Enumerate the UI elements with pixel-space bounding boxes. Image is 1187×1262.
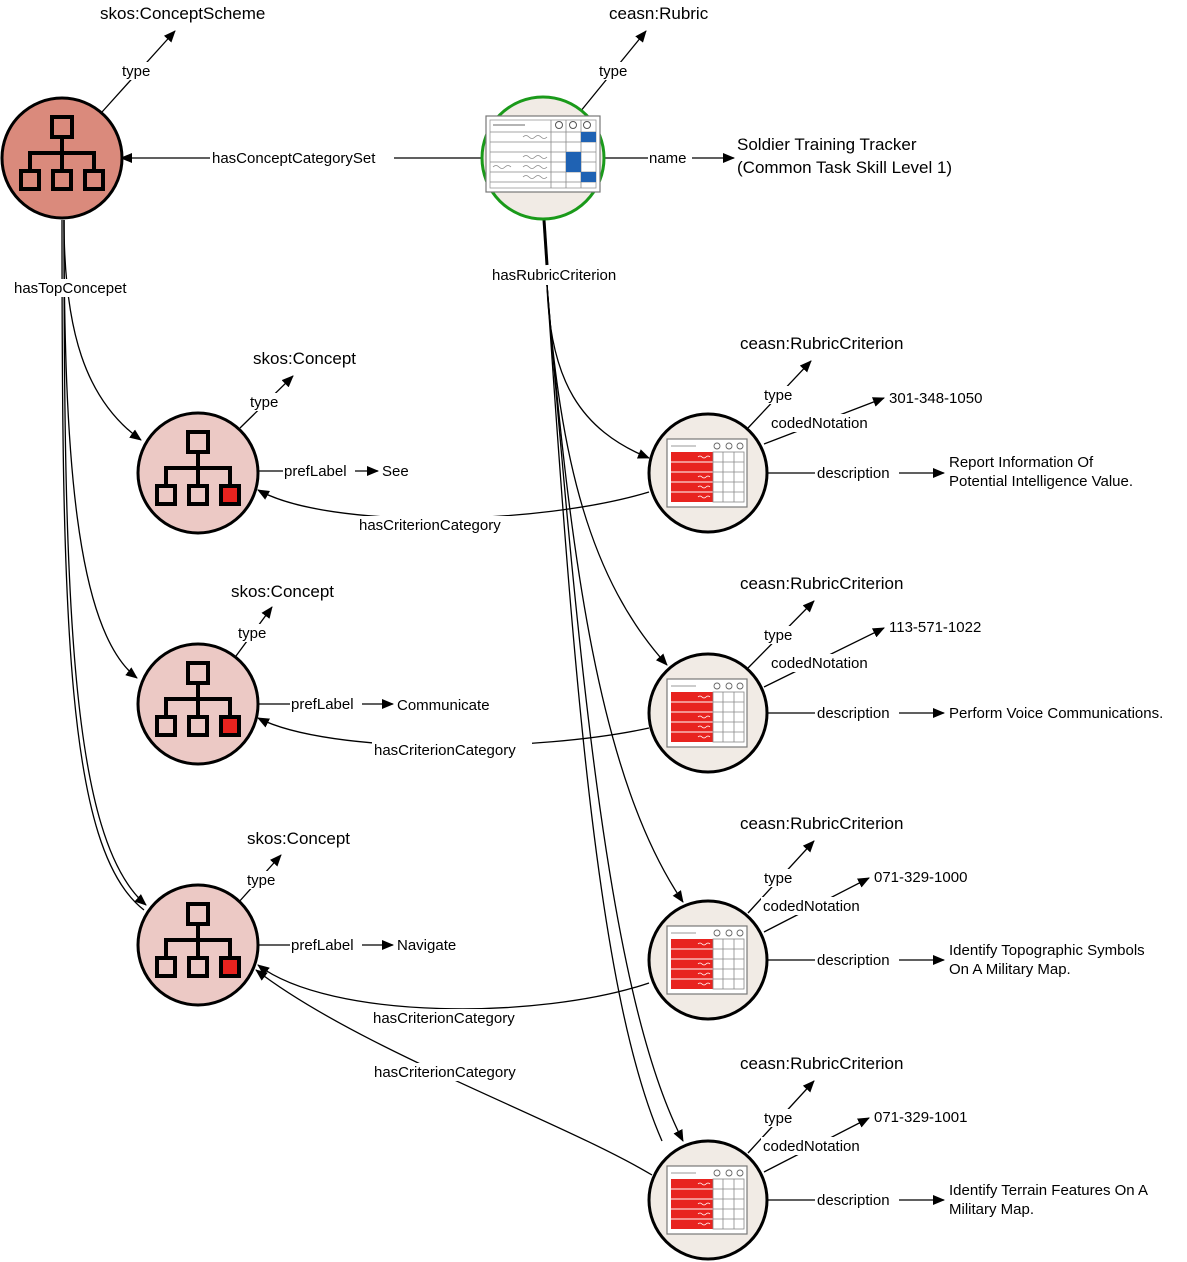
criterion-2-desc-line1: Perform Voice Communications. [949, 705, 1163, 722]
criterion-1-category-edge [257, 489, 650, 520]
rubric-criterion-icon [666, 925, 748, 995]
has-rubric-criterion-edge-1 [546, 284, 650, 459]
criterion-4-category-label: hasCriterionCategory [374, 1064, 516, 1081]
criterion-4-category-edge [255, 969, 653, 1176]
criterion-1-desc-label: description [817, 465, 890, 482]
criterion-node-4[interactable] [647, 1139, 769, 1261]
concept-1-preflabel-label: prefLabel [284, 463, 347, 480]
has-rubric-criterion-edge-5 [546, 284, 663, 1142]
rubric-criterion-icon [666, 1165, 748, 1235]
criterion-1-coded-value: 301-348-1050 [889, 390, 982, 407]
criterion-4-coded-value: 071-329-1001 [874, 1109, 967, 1126]
rubric-criterion-icon [666, 438, 748, 508]
criterion-2-category-label: hasCriterionCategory [374, 742, 516, 759]
scheme-type-target: skos:ConceptScheme [100, 4, 265, 23]
criterion-2-coded-value: 113-571-1022 [889, 619, 981, 636]
criterion-node-1[interactable] [647, 412, 769, 534]
concept-3-value: Navigate [397, 937, 456, 954]
criterion-1-desc-line1: Report Information Of [949, 454, 1094, 471]
concept-3-type-target: skos:Concept [247, 829, 350, 848]
has-top-concept-edge-4 [61, 219, 145, 911]
criterion-3-category-label: hasCriterionCategory [373, 1010, 515, 1027]
concept-1-value: See [382, 463, 409, 480]
criterion-3-type-label: type [764, 870, 792, 887]
concept-2-type-target: skos:Concept [231, 582, 334, 601]
scheme-type-label: type [122, 63, 150, 80]
criterion-1-type-target: ceasn:RubricCriterion [740, 334, 903, 353]
concept-node-communicate[interactable] [136, 642, 260, 766]
criterion-1-category-label: hasCriterionCategory [359, 517, 501, 534]
criterion-node-2[interactable] [647, 652, 769, 774]
rubric-criterion-icon [666, 678, 748, 748]
has-top-concept-edge-1 [63, 219, 142, 441]
criterion-2-type-label: type [764, 627, 792, 644]
criterion-4-desc-label: description [817, 1192, 890, 1209]
concept-1-type-label: type [250, 394, 278, 411]
criterion-1-coded-label: codedNotation [771, 415, 868, 432]
concept-3-preflabel-label: prefLabel [291, 937, 354, 954]
has-rubric-criterion-trunk [542, 219, 549, 266]
criterion-3-category-edge [257, 964, 650, 1010]
concept-1-type-target: skos:Concept [253, 349, 356, 368]
criterion-3-desc-line2: On A Military Map. [949, 961, 1071, 978]
criterion-4-desc-line2: Military Map. [949, 1201, 1034, 1218]
criterion-2-desc-label: description [817, 705, 890, 722]
criterion-node-3[interactable] [647, 899, 769, 1021]
concept-2-value: Communicate [397, 697, 490, 714]
criterion-3-desc-label: description [817, 952, 890, 969]
criterion-3-coded-label: codedNotation [763, 898, 860, 915]
concept-2-preflabel-label: prefLabel [291, 696, 354, 713]
has-rubric-criterion-label: hasRubricCriterion [492, 267, 616, 284]
concept-node-see[interactable] [136, 411, 260, 535]
criterion-1-desc-line2: Potential Intelligence Value. [949, 473, 1133, 490]
has-top-concept-label: hasTopConcepet [14, 280, 127, 297]
rubric-name-label: name [649, 150, 687, 167]
criterion-3-desc-line1: Identify Topographic Symbols [949, 942, 1145, 959]
criterion-4-type-target: ceasn:RubricCriterion [740, 1054, 903, 1073]
criterion-3-coded-value: 071-329-1000 [874, 869, 967, 886]
concept-3-type-label: type [247, 872, 275, 889]
has-rubric-criterion-edge-3 [546, 284, 684, 903]
criterion-1-type-label: type [764, 387, 792, 404]
rubric-type-label: type [599, 63, 627, 80]
has-top-concept-edge-3 [63, 219, 147, 906]
rubric-node[interactable] [480, 95, 606, 221]
criterion-3-type-target: ceasn:RubricCriterion [740, 814, 903, 833]
rubric-name-line2: (Common Task Skill Level 1) [737, 158, 952, 177]
has-concept-category-set-label: hasConceptCategorySet [212, 150, 376, 167]
criterion-2-coded-label: codedNotation [771, 655, 868, 672]
concept-2-type-label: type [238, 625, 266, 642]
criterion-4-type-label: type [764, 1110, 792, 1127]
rubric-type-target: ceasn:Rubric [609, 4, 709, 23]
has-rubric-criterion-edge-4 [546, 284, 684, 1142]
criterion-4-desc-line1: Identify Terrain Features On A [949, 1182, 1148, 1199]
rubric-name-line1: Soldier Training Tracker [737, 135, 917, 154]
criterion-4-coded-label: codedNotation [763, 1138, 860, 1155]
concept-scheme-node[interactable] [0, 96, 124, 220]
rubric-grid-icon [485, 115, 601, 193]
criterion-2-type-target: ceasn:RubricCriterion [740, 574, 903, 593]
concept-node-navigate[interactable] [136, 883, 260, 1007]
